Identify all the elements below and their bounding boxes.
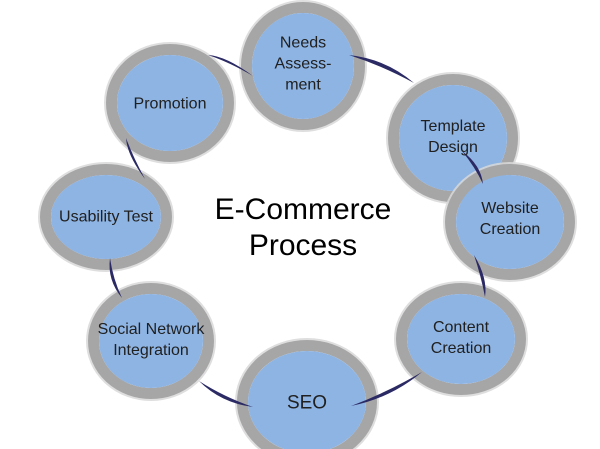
- circle-fill: [407, 294, 515, 384]
- circle-halo: [85, 281, 216, 402]
- circle-halo: [443, 161, 578, 282]
- node-circle-website-creation: [443, 161, 578, 282]
- circle-ring: [40, 164, 172, 270]
- circle-halo: [103, 42, 237, 164]
- circle-halo: [239, 0, 367, 132]
- circle-ring: [241, 2, 365, 130]
- circle-fill: [252, 13, 354, 119]
- circle-halo: [394, 281, 529, 398]
- node-circle-promotion: [103, 42, 237, 164]
- circle-halo: [37, 161, 175, 272]
- diagram-title-box: E-Commerce Process: [215, 191, 391, 264]
- circle-ring: [88, 283, 214, 399]
- diagram-title: E-Commerce Process: [214, 192, 392, 262]
- circle-fill: [456, 175, 564, 269]
- circle-fill: [117, 55, 223, 151]
- circle-fill: [51, 175, 161, 259]
- circle-fill: [399, 85, 507, 191]
- node-circle-content-creation: [394, 281, 529, 398]
- circle-fill: [99, 294, 203, 388]
- connector-social-network-integration-usability-test: [109, 258, 122, 298]
- circle-ring: [106, 44, 234, 162]
- node-circle-needs-assessment: [239, 0, 367, 132]
- node-circle-usability-test: [37, 161, 175, 272]
- circle-ring: [237, 340, 377, 449]
- circle-ring: [445, 164, 575, 280]
- connector-website-creation-content-creation: [474, 255, 486, 297]
- node-circle-social-network-integration: [85, 281, 216, 402]
- circle-ring: [396, 283, 526, 395]
- node-circle-seo: [235, 338, 379, 449]
- circle-fill: [248, 351, 366, 449]
